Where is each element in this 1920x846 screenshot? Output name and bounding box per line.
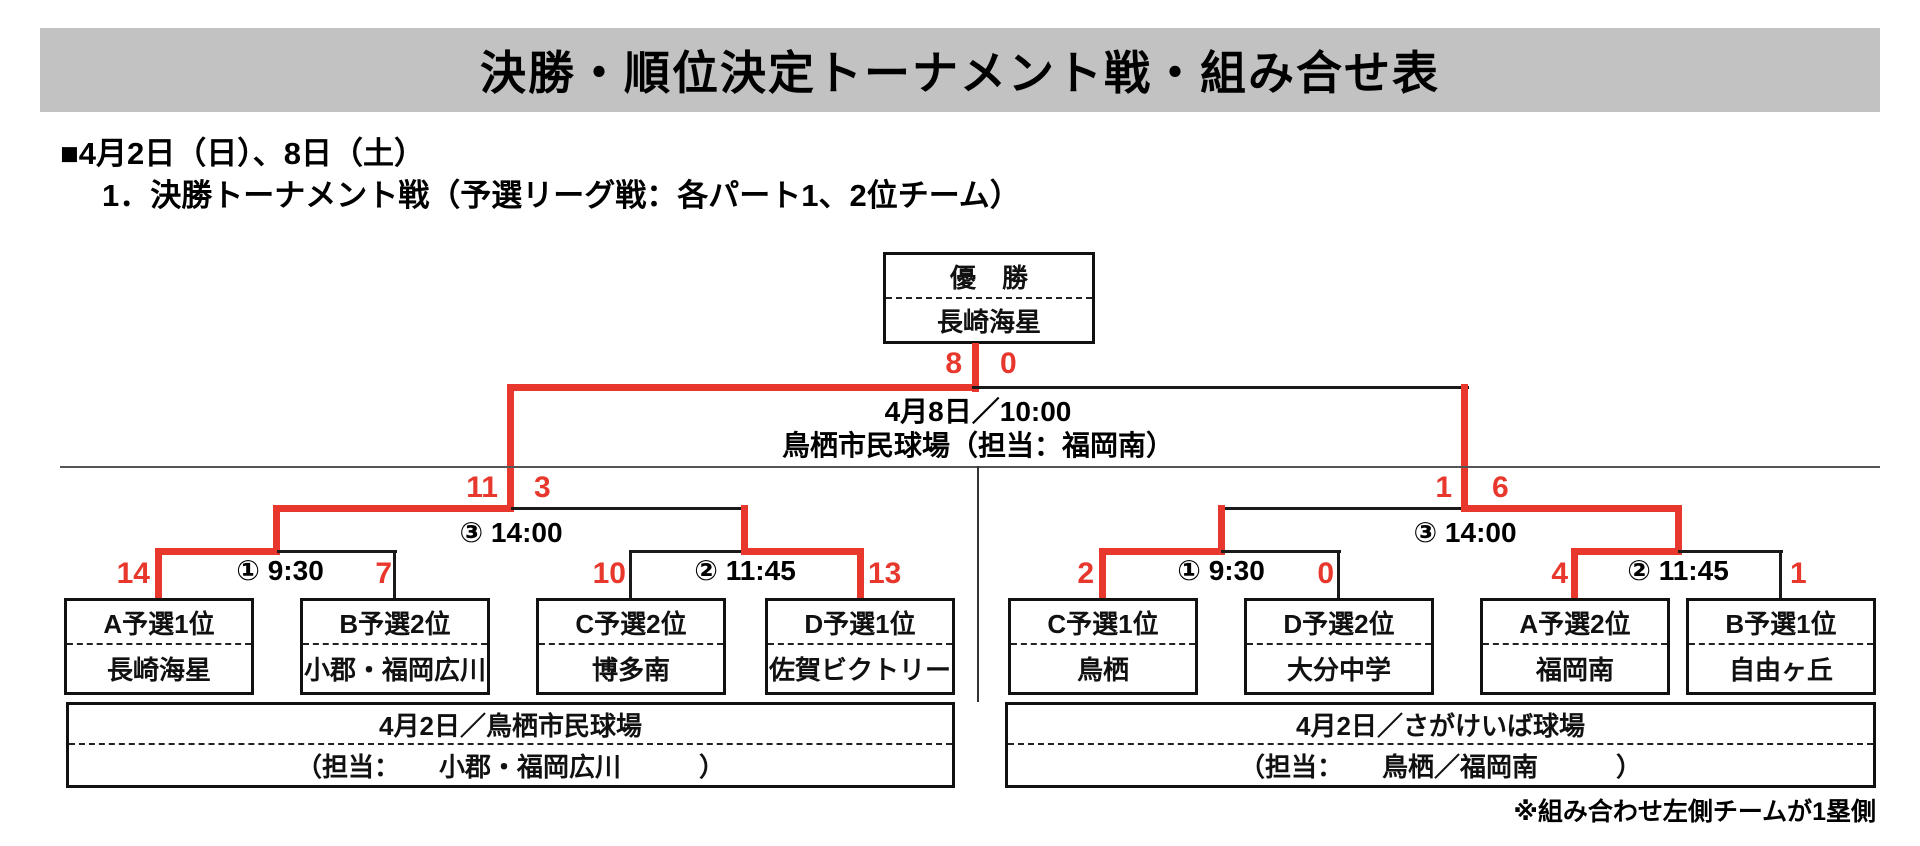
- team-box-c2: C予選2位 博多南: [536, 598, 726, 695]
- match2R-connector-black: [1678, 550, 1783, 553]
- match2R-label: ② 11:45: [1627, 555, 1729, 586]
- match1L-label: ① 9:30: [236, 555, 324, 586]
- team-box-c1: C予選1位 鳥栖: [1008, 598, 1198, 695]
- teamB1-line: [1779, 550, 1782, 600]
- team-box-b1: B予選1位 自由ヶ丘: [1686, 598, 1876, 695]
- team-name: 佐賀ビクトリー: [768, 655, 951, 685]
- team-name: 博多南: [591, 655, 670, 685]
- match1R-connector-black: [1221, 550, 1341, 553]
- venue-right-line2: （担当： 鳥栖／福岡南 ）: [1238, 751, 1642, 782]
- match2R-score-left: 4: [1551, 557, 1568, 590]
- sf-right-connector-black: [1218, 507, 1465, 510]
- team-name: 鳥栖: [1076, 655, 1129, 685]
- match2R-score-right: 1: [1790, 557, 1807, 590]
- match1L-connector-black: [277, 550, 397, 553]
- team-seed: C予選1位: [1011, 601, 1195, 645]
- date-heading: ■4月2日（日）、8日（土）: [60, 136, 425, 171]
- semifinal-left-to-final-line: [507, 384, 514, 512]
- sf-left-score-left: 11: [466, 471, 498, 504]
- team-seed: B予選1位: [1689, 601, 1873, 645]
- match2L-connector-black: [629, 550, 747, 553]
- team-name: 小郡・福岡広川: [303, 655, 486, 685]
- match2L-score-right: 13: [868, 557, 902, 590]
- match1R-score-right: 0: [1317, 557, 1334, 590]
- final-winner-vertical-line: [972, 343, 979, 392]
- match1R-score-left: 2: [1077, 557, 1094, 590]
- venue-left-line2: （担当： 小郡・福岡広川 ）: [295, 751, 725, 782]
- team-seed: A予選1位: [67, 601, 251, 645]
- title-bar: 決勝・順位決定トーナメント戦・組み合せ表: [40, 28, 1880, 112]
- match2R-winner-up-line: [1675, 505, 1682, 555]
- match2L-connector-red: [741, 548, 864, 555]
- team-box-b2: B予選2位 小郡・福岡広川: [300, 598, 490, 695]
- final-connector-right-black: [972, 386, 1469, 389]
- footnote: ※組み合わせ左側チームが1塁側: [1513, 798, 1876, 826]
- match1R-label: ① 9:30: [1177, 555, 1265, 586]
- sf-right-score-left: 1: [1435, 471, 1452, 504]
- champion-label: 優 勝: [886, 255, 1092, 299]
- champion-team: 長崎海星: [936, 306, 1041, 337]
- team-seed: D予選1位: [768, 601, 952, 645]
- final-venue: 鳥栖市民球場（担当：福岡南）: [781, 430, 1174, 461]
- semifinal-right-to-final-line: [1461, 384, 1468, 512]
- final-score-left: 8: [945, 347, 962, 380]
- match2L-winner-up-line: [741, 505, 748, 555]
- final-datetime: 4月8日／10:00: [884, 396, 1072, 427]
- sf-right-connector-red: [1461, 505, 1682, 512]
- teamC2-line: [629, 550, 632, 600]
- match1L-score-left: 14: [116, 557, 150, 590]
- final-score-right: 0: [1000, 347, 1017, 380]
- team-seed: D予選2位: [1247, 601, 1431, 645]
- team-box-a1: A予選1位 長崎海星: [64, 598, 254, 695]
- teamA2-line: [1571, 548, 1578, 600]
- team-name: 福岡南: [1535, 655, 1614, 685]
- sf-left-connector-red: [273, 505, 514, 512]
- match1L-connector-red: [155, 548, 280, 555]
- venue-box-left: 4月2日／鳥栖市民球場 （担当： 小郡・福岡広川 ）: [66, 702, 955, 788]
- final-connector-left-red: [507, 384, 979, 391]
- match1R-connector-red: [1099, 548, 1225, 555]
- match1R-winner-up-line: [1218, 505, 1225, 555]
- match1L-winner-up-line: [273, 505, 280, 555]
- horizontal-divider: [60, 466, 1880, 468]
- sf-right-score-right: 6: [1492, 471, 1509, 504]
- match1L-score-right: 7: [375, 557, 392, 590]
- venue-left-line1: 4月2日／鳥栖市民球場: [69, 705, 952, 745]
- team-seed: C予選2位: [539, 601, 723, 645]
- sf-left-score-right: 3: [534, 471, 551, 504]
- venue-box-right: 4月2日／さがけいば球場 （担当： 鳥栖／福岡南 ）: [1005, 702, 1876, 788]
- teamC1-line: [1099, 548, 1106, 600]
- team-name: 自由ヶ丘: [1728, 655, 1833, 685]
- teamD2-line: [1337, 550, 1340, 600]
- team-name: 長崎海星: [106, 655, 211, 685]
- match2L-label: ② 11:45: [694, 555, 796, 586]
- sf-left-label: ③ 14:00: [459, 517, 563, 548]
- sf-right-label: ③ 14:00: [1413, 517, 1517, 548]
- teamA1-line: [155, 548, 162, 600]
- team-box-d2: D予選2位 大分中学: [1244, 598, 1434, 695]
- team-box-d1: D予選1位 佐賀ビクトリー: [765, 598, 955, 695]
- sf-left-connector-black: [511, 507, 748, 510]
- match2L-score-left: 10: [592, 557, 626, 590]
- page-title: 決勝・順位決定トーナメント戦・組み合せ表: [480, 47, 1440, 99]
- teamB2-line: [393, 550, 396, 600]
- champion-box: 優 勝 長崎海星: [883, 252, 1095, 344]
- center-divider: [977, 466, 979, 702]
- section-heading: 1．決勝トーナメント戦（予選リーグ戦：各パート1、2位チーム）: [102, 178, 1021, 213]
- team-box-a2: A予選2位 福岡南: [1480, 598, 1670, 695]
- teamD1-line: [857, 548, 864, 600]
- venue-right-line1: 4月2日／さがけいば球場: [1008, 705, 1873, 745]
- team-seed: A予選2位: [1483, 601, 1667, 645]
- team-name: 大分中学: [1286, 655, 1391, 685]
- match2R-connector-red: [1571, 548, 1682, 555]
- team-seed: B予選2位: [303, 601, 487, 645]
